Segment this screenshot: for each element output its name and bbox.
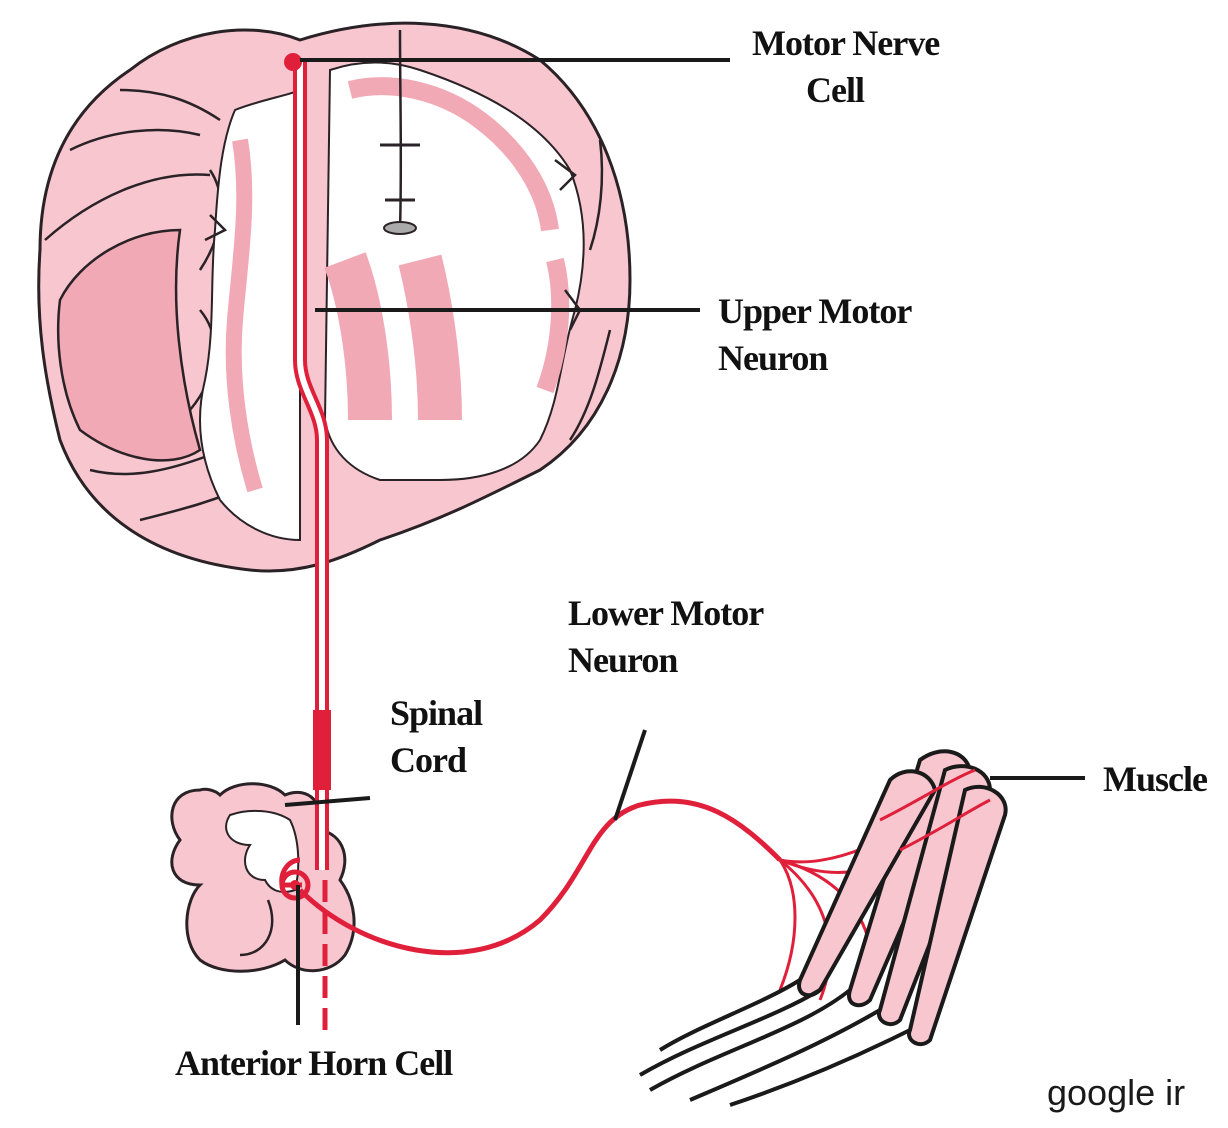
label-muscle: Muscle (1103, 756, 1207, 803)
label-lower-motor-neuron-line1: Lower Motor (568, 590, 763, 637)
watermark-text: google ir (1047, 1072, 1185, 1114)
label-lower-motor-neuron-line2: Neuron (568, 637, 763, 684)
label-motor-nerve-cell: Motor Nerve Cell (752, 20, 939, 114)
label-upper-motor-neuron-line1: Upper Motor (718, 288, 911, 335)
motor-nerve-cell-body (284, 53, 302, 71)
label-upper-motor-neuron: Upper Motor Neuron (718, 288, 911, 382)
label-spinal-cord-line1: Spinal (390, 690, 482, 737)
label-spinal-cord: Spinal Cord (390, 690, 482, 784)
label-motor-nerve-cell-line2: Cell (752, 67, 939, 114)
label-spinal-cord-line2: Cord (390, 737, 482, 784)
label-lower-motor-neuron: Lower Motor Neuron (568, 590, 763, 684)
label-motor-nerve-cell-line1: Motor Nerve (752, 20, 939, 67)
label-anterior-horn-cell: Anterior Horn Cell (175, 1040, 452, 1087)
label-upper-motor-neuron-line2: Neuron (718, 335, 911, 382)
brain-illustration (39, 23, 630, 571)
